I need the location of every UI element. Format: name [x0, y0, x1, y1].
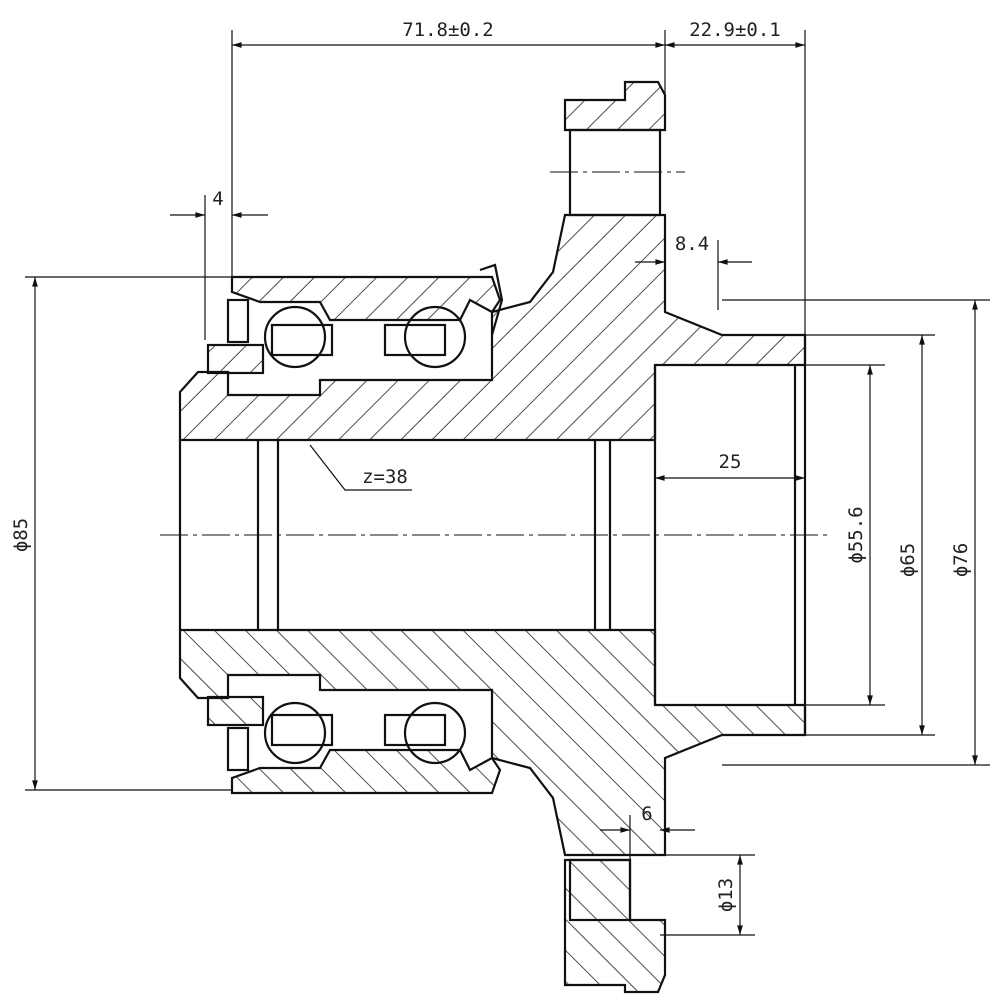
- ball-upper-right: [403, 305, 467, 369]
- bolt-hole-lower: [568, 858, 632, 922]
- ball-lower-left: [263, 701, 327, 765]
- spline-teeth-label: z=38: [362, 466, 408, 488]
- dim-outer-dia: ϕ85: [10, 518, 32, 552]
- bearing-outer-ring-upper: [230, 275, 502, 322]
- dim-overall-length: 71.8±0.2: [402, 19, 494, 41]
- dim-seal-offset: 4: [212, 188, 223, 210]
- upper-half-section: [178, 80, 807, 442]
- ball-upper-left: [263, 305, 327, 369]
- flange-upper: [563, 80, 667, 132]
- ball-lower-right: [403, 701, 467, 765]
- cage-lower-left: [270, 713, 334, 747]
- dim-bore-dia: ϕ55.6: [845, 506, 867, 563]
- hub-body-lower: [178, 628, 807, 857]
- seal-upper-left: [226, 298, 250, 344]
- seal-upper-right: [479, 263, 504, 336]
- extension-lines: [25, 30, 990, 936]
- dim-shoulder-dia: ϕ76: [950, 543, 972, 577]
- dim-flange-to-end: 22.9±0.1: [689, 19, 781, 41]
- dim-flange-step: 8.4: [675, 233, 709, 255]
- dim-bolt-hole-dia: ϕ13: [715, 878, 737, 912]
- dim-pilot-dia: ϕ65: [897, 543, 919, 577]
- cage-upper-left: [270, 323, 334, 357]
- lower-half-section: [178, 628, 807, 994]
- cage-upper-right: [383, 323, 447, 357]
- inner-ring-lower: [206, 695, 265, 727]
- dim-counterbore: 6: [641, 803, 652, 825]
- spline-leader: [309, 444, 412, 491]
- bearing-outer-ring-lower: [230, 748, 502, 795]
- flange-lower: [563, 858, 667, 994]
- dim-pilot-depth: 25: [719, 451, 742, 473]
- seal-lower-left: [226, 726, 250, 772]
- hub-body-upper: [178, 213, 807, 442]
- cage-lower-right: [383, 713, 447, 747]
- inner-ring-upper: [206, 343, 265, 375]
